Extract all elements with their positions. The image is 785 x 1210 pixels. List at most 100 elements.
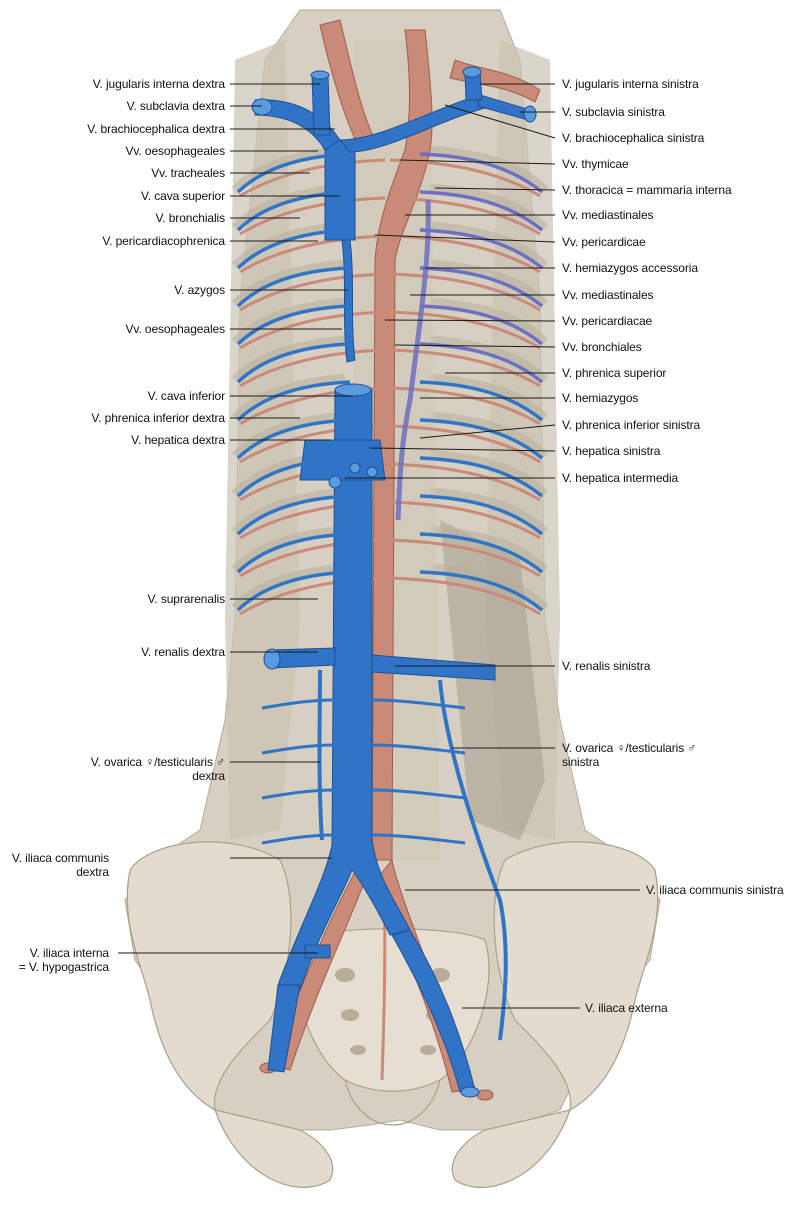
rib (429, 487, 549, 536)
intercostal-artery (389, 462, 541, 502)
rib (429, 221, 549, 270)
intercostal-vein (419, 152, 544, 194)
intercostal-vein (236, 342, 351, 384)
intercostal-vein (236, 494, 351, 536)
rib (429, 259, 549, 308)
lumbar-vein (371, 743, 466, 755)
label-tracheales: Vv. tracheales (151, 166, 225, 180)
rib (429, 411, 549, 460)
intercostal-vein (236, 304, 351, 346)
label-subclavia-sinistra: V. subclavia sinistra (562, 105, 665, 119)
intercostal-artery (239, 158, 386, 198)
intercostal-vein (419, 532, 544, 574)
label-bronchialis: V. bronchialis (155, 211, 225, 225)
rib (231, 411, 346, 460)
intercostal-arteries (239, 158, 541, 616)
rib (429, 563, 549, 612)
intercostal-vein (419, 304, 544, 346)
ribs (231, 145, 549, 612)
lumbar-vein (371, 698, 466, 710)
lumbar-vein (371, 788, 466, 800)
lumbar-vein (261, 698, 336, 710)
intercostal-vein (419, 494, 544, 536)
label-suprarenalis: V. suprarenalis (147, 592, 226, 606)
label-azygos: V. azygos (174, 283, 225, 297)
intercostal-vein (419, 342, 544, 384)
label-iliaca-communis-dextra: V. iliaca communis dextra (11, 851, 109, 879)
intercostal-artery (389, 234, 541, 274)
lumbar-vein (261, 743, 336, 755)
rib (231, 563, 346, 612)
intercostal-vein (236, 532, 351, 574)
intercostal-artery (239, 272, 386, 312)
lumbar-vein (261, 833, 336, 845)
label-subclavia-dextra: V. subclavia dextra (126, 99, 225, 113)
label-oesophageales-upper: Vv. oesophageales (125, 144, 226, 158)
intercostal-artery (239, 234, 386, 274)
intercostal-vein (419, 190, 544, 232)
rib (231, 373, 346, 422)
label-ovarica-sinistra: V. ovarica ♀/testicularis ♂ sinistra (562, 741, 697, 769)
label-cava-inferior: V. cava inferior (147, 389, 225, 403)
label-hemiazygos-accessoria: V. hemiazygos accessoria (562, 261, 698, 275)
label-jugularis-interna-dextra: V. jugularis interna dextra (92, 77, 225, 91)
intercostal-veins (236, 152, 544, 845)
intercostal-artery (389, 348, 541, 388)
label-mediastinales-upper: Vv. mediastinales (562, 208, 654, 222)
label-iliaca-communis-sinistra: V. iliaca communis sinistra (646, 883, 784, 897)
label-bronchiales: Vv. bronchiales (562, 340, 642, 354)
label-hemiazygos: V. hemiazygos (562, 391, 639, 405)
label-hepatica-intermedia: V. hepatica intermedia (562, 471, 679, 485)
intercostal-artery (389, 576, 541, 616)
rib (231, 487, 346, 536)
rib (231, 525, 346, 574)
leader-lines (118, 83, 640, 1009)
rib (231, 297, 346, 346)
label-hepatica-dextra: V. hepatica dextra (131, 433, 225, 447)
rib (429, 335, 549, 384)
intercostal-artery (239, 196, 386, 236)
intercostal-artery (389, 196, 541, 236)
rib (429, 449, 549, 498)
label-hepatica-sinistra: V. hepatica sinistra (562, 444, 661, 458)
rib (429, 525, 549, 574)
label-brachiocephalica-sinistra: V. brachiocephalica sinistra (562, 131, 705, 145)
intercostal-vein (236, 152, 351, 194)
intercostal-vein (419, 228, 544, 270)
intercostal-artery (389, 500, 541, 540)
rib (231, 335, 346, 384)
label-phrenica-inferior-dextra: V. phrenica inferior dextra (91, 411, 225, 425)
label-oesophageales-lower: Vv. oesophageales (125, 322, 226, 336)
intercostal-artery (389, 310, 541, 350)
rib (231, 259, 346, 308)
intercostal-vein (419, 418, 544, 460)
label-thymicae: Vv. thymicae (562, 157, 629, 171)
label-thoracica: V. thoracica = mammaria interna (562, 183, 732, 197)
label-pericardiacae: Vv. pericardiacae (562, 314, 653, 328)
label-brachiocephalica-dextra: V. brachiocephalica dextra (87, 122, 225, 136)
intercostal-artery (389, 158, 541, 198)
label-renalis-sinistra: V. renalis sinistra (562, 659, 651, 673)
label-ovarica-dextra: V. ovarica ♀/testicularis ♂ dextra (90, 755, 225, 783)
intercostal-vein (236, 456, 351, 498)
label-iliaca-externa: V. iliaca externa (585, 1001, 668, 1015)
label-jugularis-interna-sinistra: V. jugularis interna sinistra (562, 77, 699, 91)
intercostal-vein (236, 418, 351, 460)
intercostal-artery (239, 348, 386, 388)
rib (429, 373, 549, 422)
intercostal-vein (236, 570, 351, 612)
intercostal-vein (419, 266, 544, 308)
intercostal-vein (236, 266, 351, 308)
label-renalis-dextra: V. renalis dextra (141, 645, 225, 659)
label-pericardiacophrenica: V. pericardiacophrenica (102, 234, 225, 248)
intercostal-vein (236, 228, 351, 270)
label-phrenica-inferior-sinistra: V. phrenica inferior sinistra (562, 418, 701, 432)
lumbar-vein (371, 833, 466, 845)
label-cava-superior: V. cava superior (140, 189, 225, 203)
intercostal-artery (239, 310, 386, 350)
label-mediastinales-lower: Vv. mediastinales (562, 288, 654, 302)
intercostal-vein (419, 456, 544, 498)
intercostal-vein (419, 380, 544, 422)
rib (429, 145, 549, 194)
rib (429, 183, 549, 232)
